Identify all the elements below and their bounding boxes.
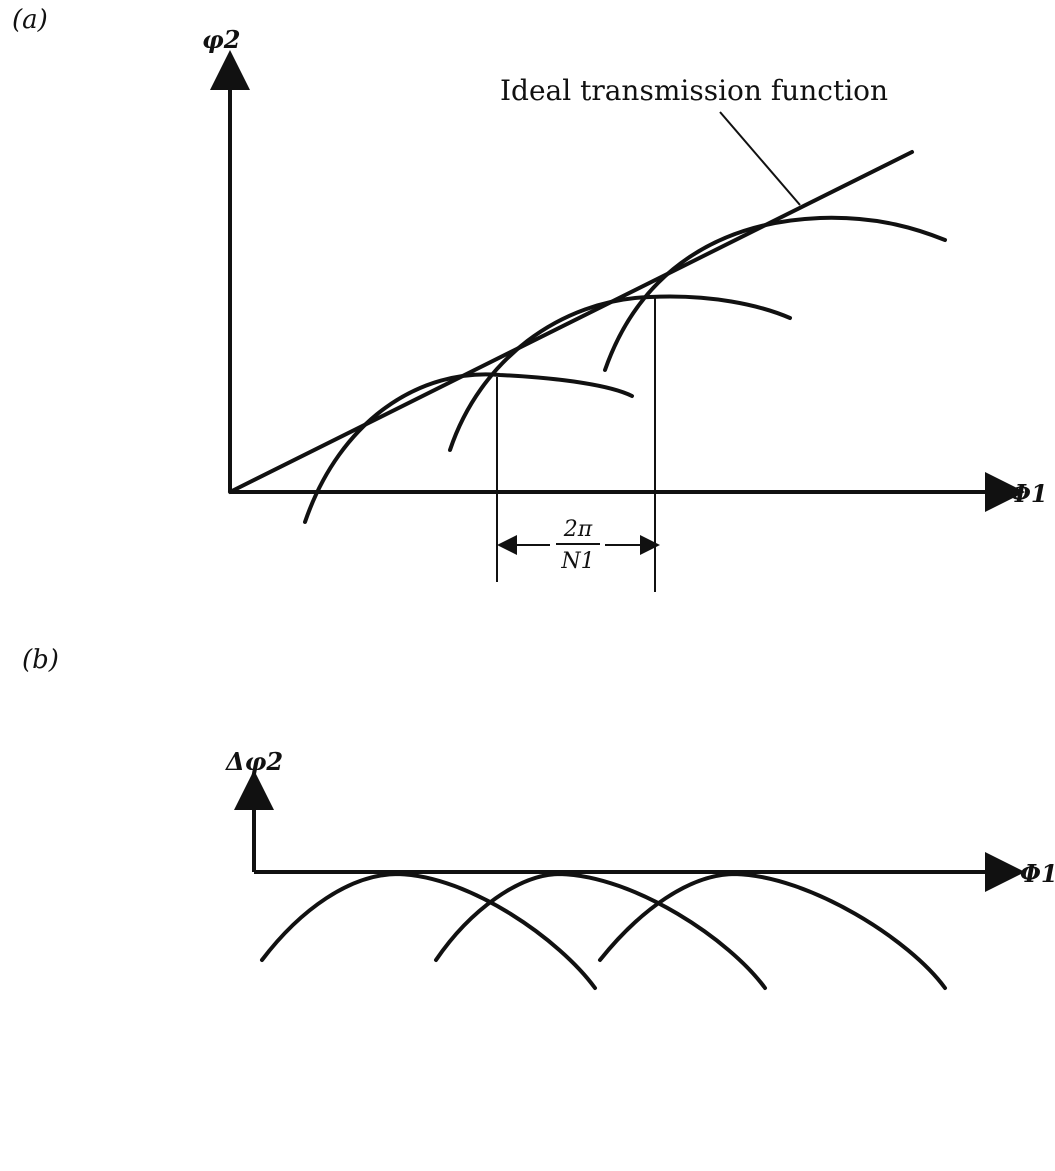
panel-b-label: (b) (22, 645, 59, 675)
error-arc-2 (434, 871, 767, 990)
tooth-curve-1 (303, 372, 634, 524)
ideal-transmission-line (228, 150, 914, 494)
x-axis-label-b: Φ1 (1020, 859, 1055, 888)
interval-denominator: N1 (560, 549, 594, 574)
y-axis-label-b: Δφ2 (225, 747, 283, 776)
annotation-leader-line (719, 111, 801, 206)
tooth-curve-3 (603, 215, 947, 372)
ideal-transmission-annotation: Ideal transmission function (500, 74, 888, 107)
panel-a-label: (a) (12, 5, 48, 35)
x-axis-label: Φ1 (1010, 479, 1048, 508)
tooth-curve-2 (448, 294, 792, 452)
panel-a: (a) φ2 Φ1 Ideal transmission function 2π… (12, 5, 1048, 592)
y-axis-label: φ2 (202, 25, 240, 54)
error-arc-1 (260, 871, 597, 990)
interval-numerator: 2π (563, 517, 593, 542)
panel-b: (b) Δφ2 Φ1 (22, 645, 1055, 990)
error-arc-3 (598, 871, 947, 990)
